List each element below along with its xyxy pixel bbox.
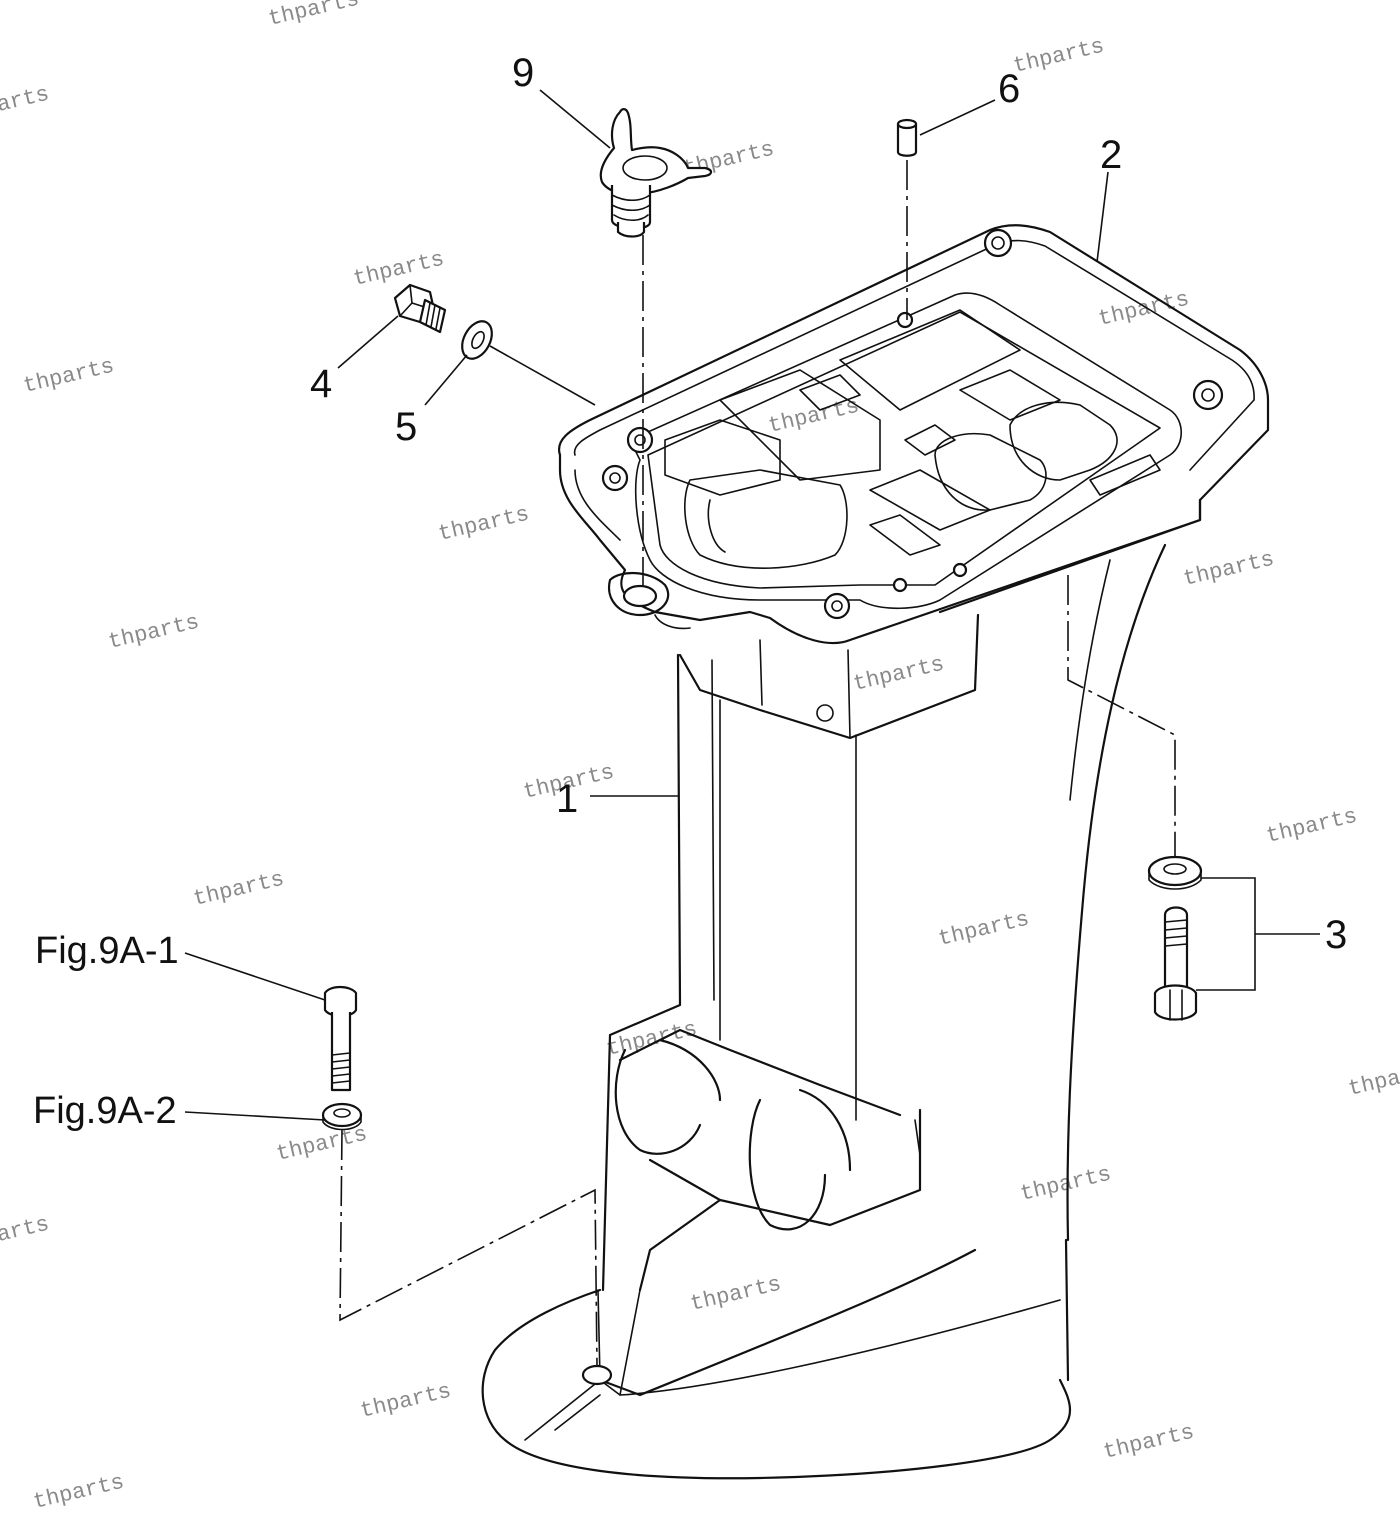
fig-9a-2-washer <box>321 1102 363 1131</box>
watermark: thparts <box>0 1212 52 1257</box>
part-9-plug <box>599 108 713 238</box>
watermark: thparts <box>1011 34 1107 79</box>
watermark: thparts <box>436 502 532 547</box>
reference-fig-9a-2: Fig.9A-2 <box>33 1090 177 1132</box>
part-5-washer <box>461 320 493 360</box>
drive-shaft-housing <box>481 498 1202 1480</box>
leader-lines <box>184 89 1320 1121</box>
callout-4: 4 <box>310 362 332 406</box>
callout-2: 2 <box>1100 133 1122 177</box>
callout-3: 3 <box>1325 913 1347 957</box>
reference-fig-9a-1: Fig.9A-1 <box>35 930 179 972</box>
watermark: thparts <box>266 0 362 32</box>
part-4-bolt <box>393 283 447 334</box>
watermark: thparts <box>358 1379 454 1424</box>
part-6-dowel-pin <box>896 118 918 157</box>
watermark: thparts <box>604 1017 700 1062</box>
fig-9a-1-bolt <box>323 985 358 1092</box>
watermark: thparts <box>1101 1420 1197 1465</box>
watermark: thparts <box>1018 1162 1114 1207</box>
watermark: thparts <box>1096 287 1192 332</box>
watermark: thparts <box>106 610 202 655</box>
callout-6: 6 <box>998 67 1020 111</box>
upper-flange <box>557 224 1270 645</box>
assembly-lines <box>339 160 1176 1366</box>
watermark: thparts <box>1264 804 1360 849</box>
watermark: thparts <box>688 1272 784 1317</box>
watermark: thparts <box>936 907 1032 952</box>
watermark: thparts <box>351 247 447 292</box>
part-3-bolt-washer <box>1147 855 1203 1021</box>
watermark: thparts <box>1346 1057 1400 1102</box>
watermark: thparts <box>21 354 117 399</box>
watermark: thparts <box>0 82 52 127</box>
watermark: thparts <box>274 1122 370 1167</box>
watermark: thparts <box>191 867 287 912</box>
callout-5: 5 <box>395 405 417 449</box>
callout-9: 9 <box>512 51 534 95</box>
watermark: thparts <box>851 652 947 697</box>
callout-labels: 9 6 2 4 5 1 3 Fig.9A-1 Fig.9A-2 <box>33 51 1347 1132</box>
watermark: thparts <box>31 1470 127 1511</box>
watermark: thparts <box>1181 547 1277 592</box>
callout-1: 1 <box>556 777 578 821</box>
